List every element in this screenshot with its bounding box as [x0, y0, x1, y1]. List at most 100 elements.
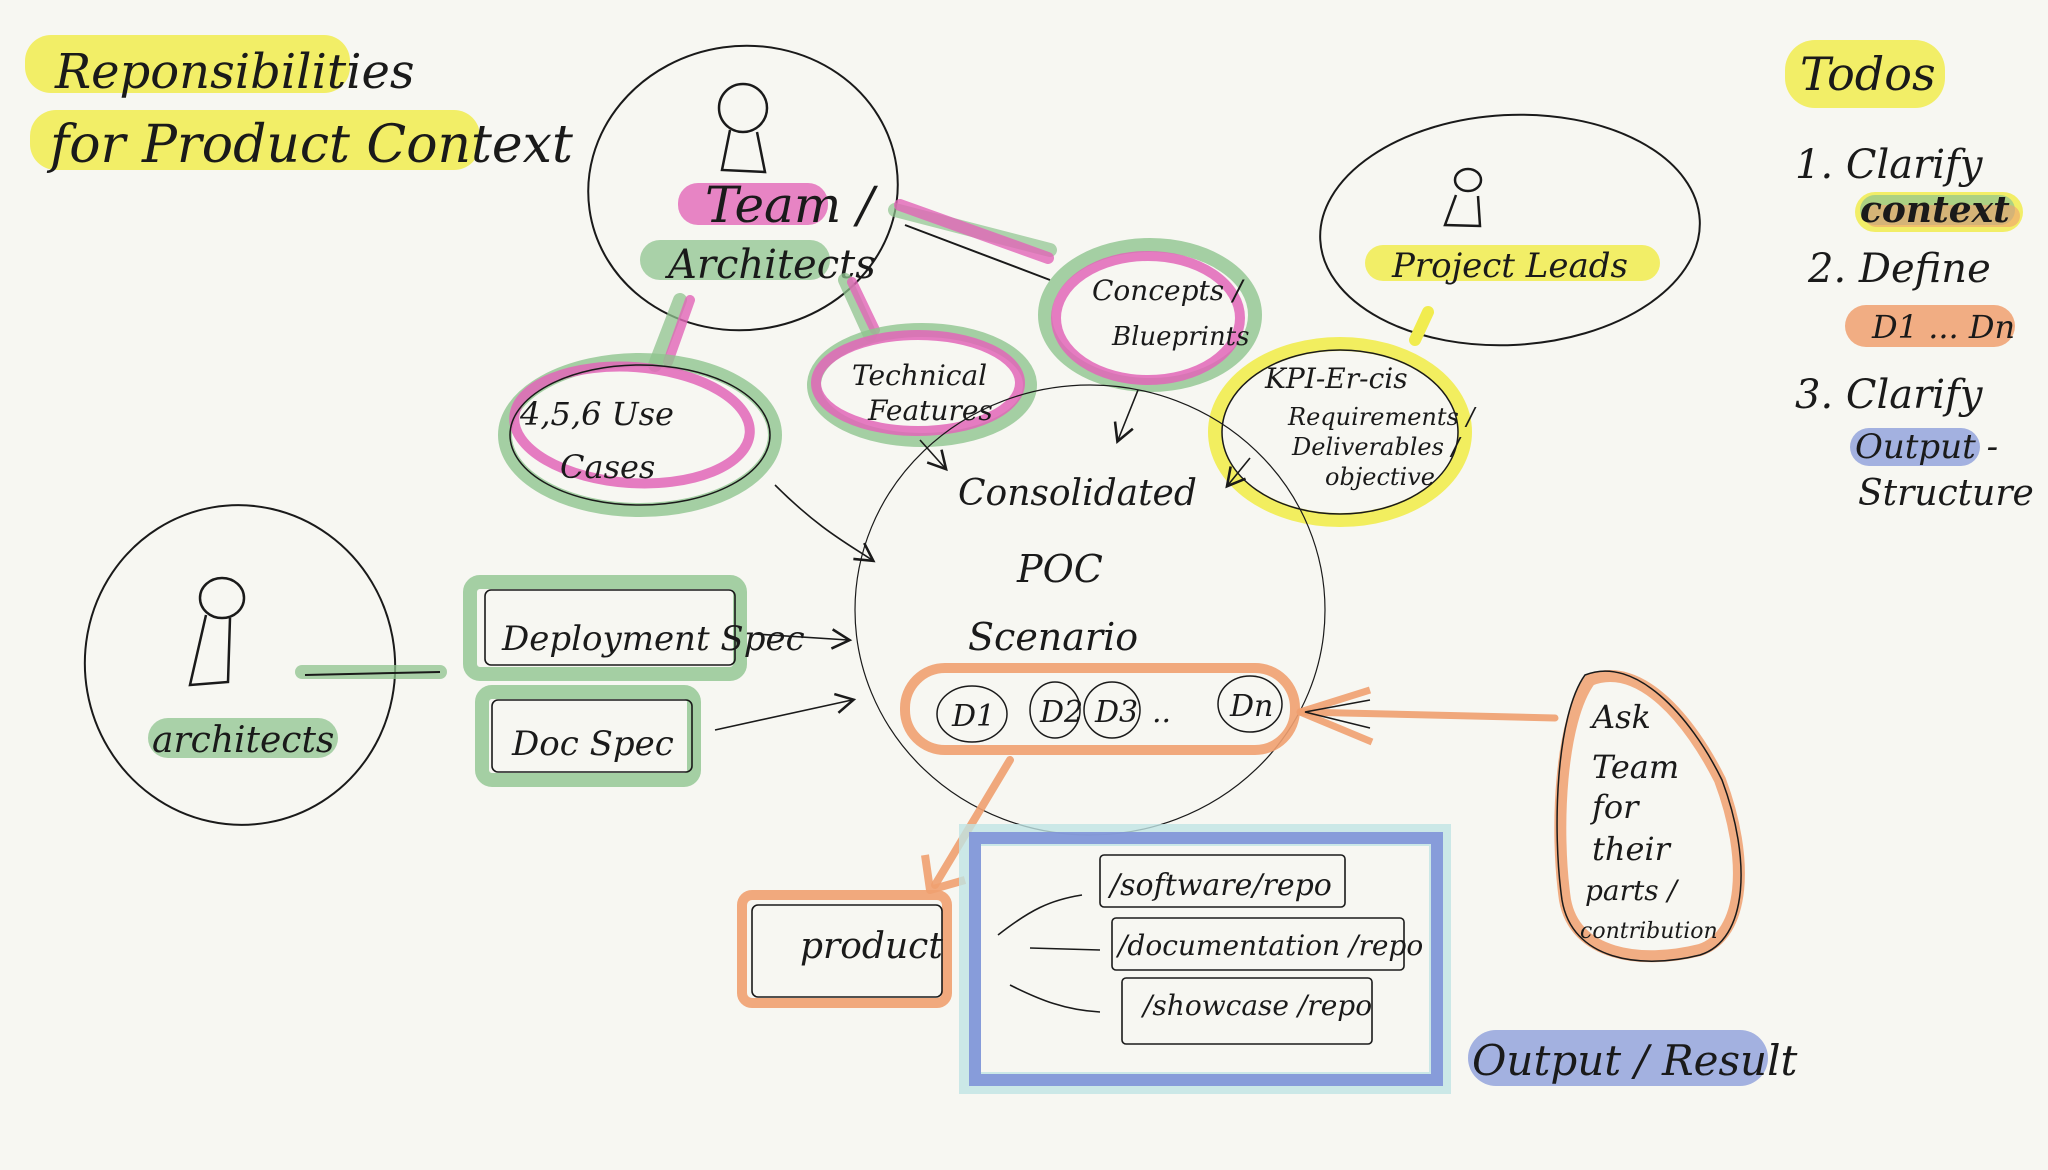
- todo-item-3-highlight: Output -: [1855, 427, 1998, 467]
- product-label: product: [800, 926, 943, 967]
- ask-team-orange-ring: [1554, 670, 1745, 963]
- poc-to-product-arrow-line: [931, 756, 1014, 889]
- project-leads-node: Project Leads: [1319, 113, 1701, 347]
- team-to-concepts-pink: [894, 199, 1054, 264]
- ask-team-to-dn-arrow-line: [1296, 708, 1559, 722]
- title-line-1: Reponsibilities: [54, 44, 415, 100]
- showcase-label: /showcase /repo: [1140, 989, 1372, 1022]
- todo-item-1-prefix: 1. Clarify: [1795, 142, 1984, 188]
- todo-item-3-prefix: 3. Clarify: [1795, 372, 1984, 418]
- todo-item-3-suffix: Structure: [1858, 473, 2034, 514]
- doc-spec-label: Doc Spec: [511, 724, 674, 764]
- todo-item-3-highlight-bg: [1850, 428, 1980, 466]
- ask-team-line-1: Ask: [1589, 698, 1651, 736]
- deliverable-circle-2: [1029, 681, 1081, 739]
- output-result-label: Output / Result: [1472, 1036, 1798, 1085]
- kpis-yellow-ring: [1208, 337, 1472, 527]
- concepts-line-1: Concepts /: [1092, 274, 1245, 307]
- deployment-spec-box: [484, 589, 736, 666]
- arrow-features-to-poc: [919, 439, 948, 472]
- person-icon: [717, 82, 769, 174]
- project-leads-circle: [1319, 113, 1701, 347]
- features-line-2: Features: [867, 394, 993, 427]
- person-icon: [1443, 167, 1483, 228]
- documentation-box: [1111, 917, 1405, 971]
- product-orange-box: [737, 890, 952, 1008]
- person-icon: [188, 576, 246, 687]
- product-to-documentation-line: [1029, 947, 1101, 951]
- architect-highlight: [148, 718, 338, 758]
- poc-line-1: Consolidated: [958, 473, 1197, 514]
- software-label: /software/repo: [1107, 868, 1332, 903]
- architect-label: architects: [152, 720, 334, 761]
- ask-team-node: Ask Team for their parts / contribution: [1554, 670, 1745, 963]
- kpis-line-4: objective: [1325, 463, 1435, 491]
- title-block: Reponsibilities for Product Context: [25, 35, 573, 175]
- deliverable-3: D3: [1094, 695, 1138, 730]
- team-to-usecases-pink: [663, 295, 695, 367]
- deployment-spec-label: Deployment Spec: [501, 619, 805, 659]
- todo-item-2-prefix: 2. Define: [1807, 246, 1991, 292]
- kpis-line-2: Requirements /: [1287, 403, 1477, 431]
- concepts-node: Concepts / Blueprints: [1038, 238, 1262, 392]
- deployment-spec-node: Deployment Spec: [463, 575, 805, 681]
- documentation-label: /documentation /repo: [1115, 929, 1423, 962]
- doc-spec-node: Doc Spec: [475, 685, 701, 787]
- output-label-highlight: [1468, 1030, 1768, 1086]
- use-cases-green-ring: [498, 353, 782, 517]
- team-label: Team /: [705, 176, 878, 234]
- kpis-line-3: Deliverables /: [1291, 433, 1463, 461]
- product-node: product: [737, 890, 952, 1008]
- technical-features-node: Technical Features: [807, 323, 1037, 447]
- architects-highlight: [640, 240, 830, 280]
- title-highlight-2: [30, 110, 480, 170]
- team-highlight: [678, 183, 828, 225]
- deliverable-circle-1: [936, 685, 1008, 743]
- doc-spec-green-box: [475, 685, 701, 787]
- deliverable-circle-3: [1083, 681, 1141, 739]
- ask-team-line-5: parts /: [1585, 874, 1680, 907]
- use-cases-line-2: Cases: [560, 448, 655, 486]
- poc-circle: [854, 384, 1326, 836]
- todo-item-1-highlight: context: [1860, 189, 2010, 231]
- product-box: [751, 904, 943, 998]
- title-highlight-1: [25, 35, 350, 93]
- ask-team-line-3: for: [1590, 788, 1640, 826]
- poc-line-3: Scenario: [968, 615, 1138, 659]
- ask-team-line-2: Team: [1592, 748, 1679, 786]
- features-line-1: Technical: [852, 359, 987, 392]
- product-to-showcase-line: [1009, 984, 1101, 1013]
- features-pink-ring: [811, 330, 1025, 436]
- deliverable-1: D1: [951, 699, 995, 734]
- kpis-line-1: KPI-Er-cis: [1264, 362, 1408, 395]
- architect-node: architects: [83, 504, 397, 826]
- concepts-green-ring: [1038, 238, 1262, 392]
- arrow-kpis-to-poc: [1225, 457, 1251, 489]
- deliverable-2: D2: [1039, 695, 1083, 730]
- ask-team-to-dn-ink-head: [1304, 699, 1371, 729]
- use-cases-line-1: 4,5,6 Use: [519, 395, 674, 433]
- deployment-spec-green-box: [463, 575, 747, 681]
- output-blue-frame: [969, 832, 1443, 1086]
- concepts-line-2: Blueprints: [1111, 322, 1249, 352]
- doc-spec-box: [491, 699, 693, 773]
- arrow-doc-to-poc: [714, 692, 857, 731]
- poc-line-2: POC: [1016, 547, 1103, 591]
- project-leads-label: Project Leads: [1391, 246, 1628, 286]
- ask-team-line-6: contribution: [1580, 919, 1718, 944]
- deliverable-ellipsis: ..: [1152, 695, 1171, 730]
- use-cases-ink-ring: [509, 364, 771, 506]
- team-architects-node: Team / Architects: [587, 44, 899, 332]
- use-cases-node: 4,5,6 Use Cases: [498, 353, 782, 517]
- concepts-pink-ring: [1051, 251, 1245, 385]
- team-circle: [587, 44, 899, 332]
- ask-team-line-4: their: [1592, 830, 1672, 868]
- output-node: /software/repo /documentation /repo /sho…: [959, 824, 1451, 1094]
- deliverables-row: D1 D2 D3 .. Dn: [936, 675, 1283, 743]
- arrow-usecases-to-poc: [774, 484, 876, 563]
- todo-item-1-orange: [1865, 205, 2020, 227]
- team-to-concepts-line: [904, 224, 1051, 281]
- deliverable-n: Dn: [1229, 689, 1273, 724]
